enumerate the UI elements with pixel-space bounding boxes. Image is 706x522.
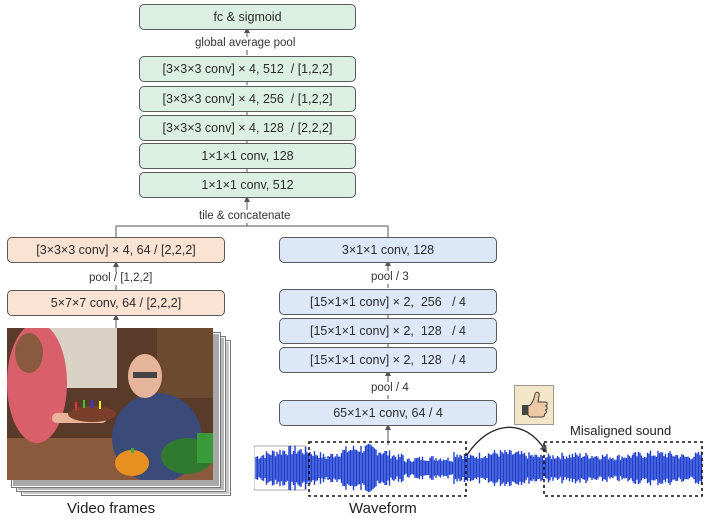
conv-block-512-box: [3×3×3 conv] × 4, 512 / [1,2,2] xyxy=(139,56,356,82)
video-frames-caption: Video frames xyxy=(67,500,156,517)
waveform-caption: Waveform xyxy=(349,500,417,517)
video-conv-block-box: [3×3×3 conv] × 4, 64 / [2,2,2] xyxy=(7,237,225,263)
conv-block-128-box: [3×3×3 conv] × 4, 128 / [2,2,2] xyxy=(139,115,356,141)
audio-conv-input-box: 65×1×1 conv, 64 / 4 xyxy=(279,400,497,426)
fc-sigmoid-box: fc & sigmoid xyxy=(139,4,356,30)
conv-1x1-128-box: 1×1×1 conv, 128 xyxy=(139,143,356,169)
video-frame-image xyxy=(7,328,213,480)
audio-pool3-label: pool / 3 xyxy=(369,271,411,284)
thumbs-up-icon xyxy=(514,385,554,425)
waveform-signal xyxy=(255,443,703,493)
aligned-window xyxy=(308,441,467,497)
audio-conv-128b-box: [15×1×1 conv] × 2, 128 / 4 xyxy=(279,347,497,373)
gap-label: global average pool xyxy=(193,37,298,50)
audio-conv-3x1x1-box: 3×1×1 conv, 128 xyxy=(279,237,497,263)
conv-block-256-box: [3×3×3 conv] × 4, 256 / [1,2,2] xyxy=(139,86,356,112)
audio-conv-128a-box: [15×1×1 conv] × 2, 128 / 4 xyxy=(279,318,497,344)
video-pool-label: pool / [1,2,2] xyxy=(87,272,155,285)
tile-concat-label: tile & concatenate xyxy=(197,210,293,223)
audio-conv-256-box: [15×1×1 conv] × 2, 256 / 4 xyxy=(279,289,497,315)
misaligned-window xyxy=(543,441,703,497)
misaligned-label: Misaligned sound xyxy=(570,423,672,438)
conv-1x1-512-box: 1×1×1 conv, 512 xyxy=(139,172,356,198)
video-conv-input-box: 5×7×7 conv, 64 / [2,2,2] xyxy=(7,290,225,316)
audio-pool4-label: pool / 4 xyxy=(369,382,411,395)
shift-arrow xyxy=(466,426,548,456)
waveform-plot xyxy=(254,441,703,497)
